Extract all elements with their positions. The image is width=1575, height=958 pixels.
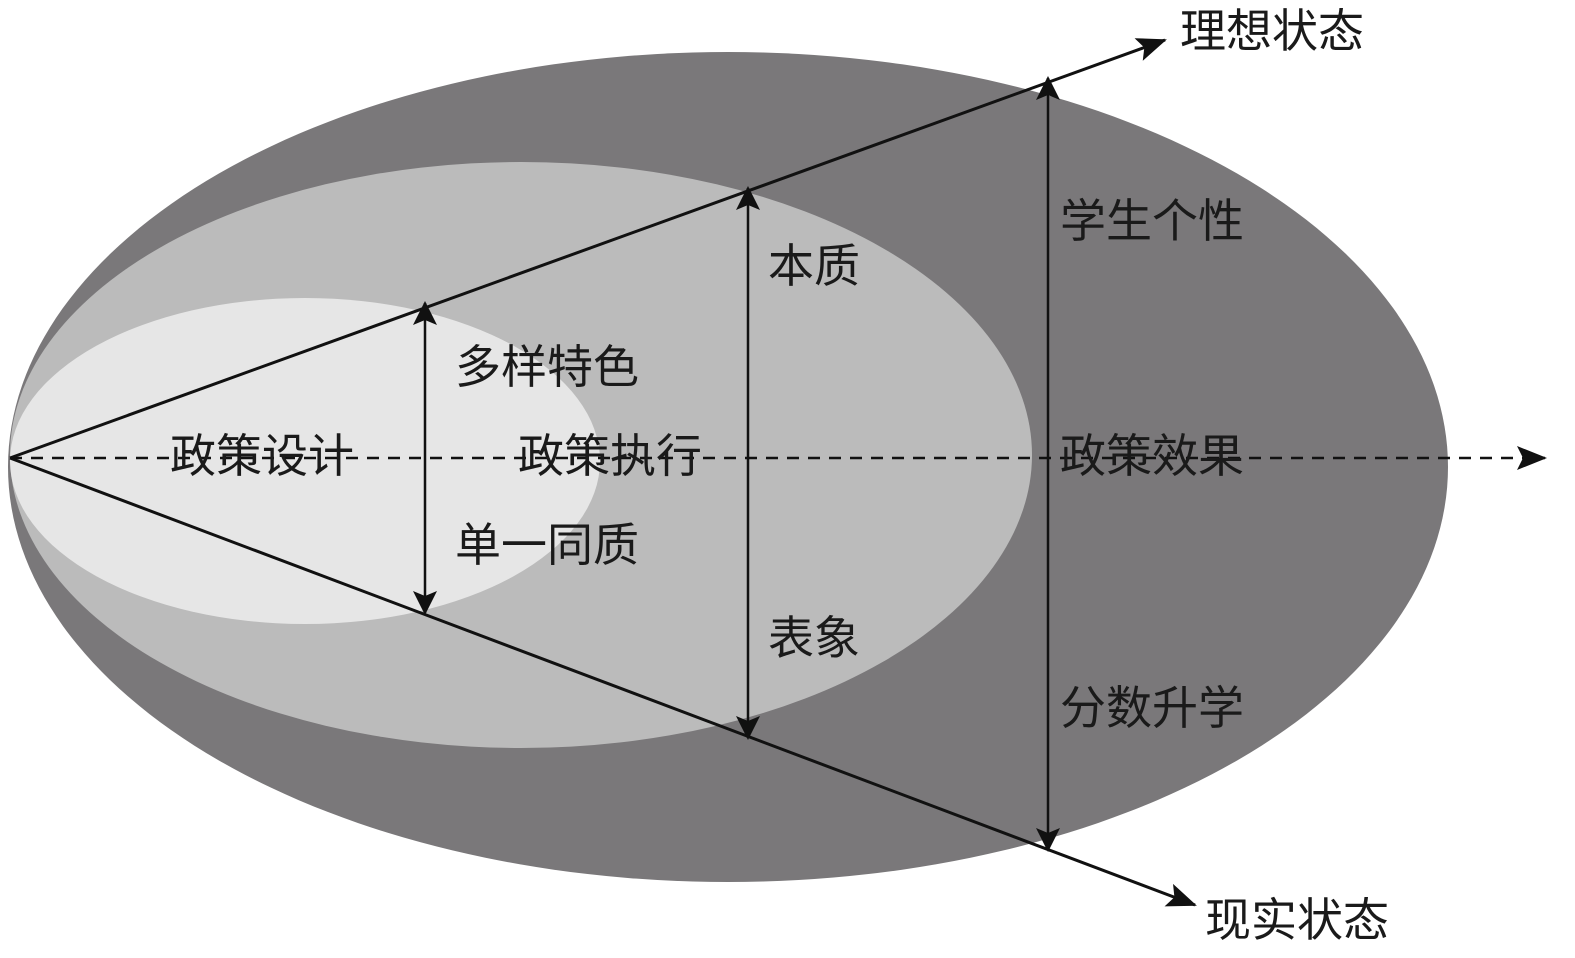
stage-effect-label: 政策效果	[1060, 429, 1244, 483]
design-bottom-label: 单一同质	[455, 518, 639, 572]
effect-bottom-label: 分数升学	[1060, 681, 1244, 735]
stage-design-label: 政策设计	[170, 429, 354, 483]
real-state-arrow	[9, 456, 1197, 907]
inner-ellipse-design	[10, 298, 600, 624]
ideal-state-label: 理想状态	[1180, 4, 1364, 58]
design-top-label: 多样特色	[455, 340, 639, 394]
execution-top-label: 本质	[768, 239, 860, 293]
execution-bottom-label: 表象	[768, 611, 860, 665]
real-state-label: 现实状态	[1205, 893, 1389, 947]
stage-execution-label: 政策执行	[518, 429, 702, 483]
ideal-state-arrow	[9, 38, 1167, 460]
effect-top-label: 学生个性	[1060, 194, 1244, 248]
